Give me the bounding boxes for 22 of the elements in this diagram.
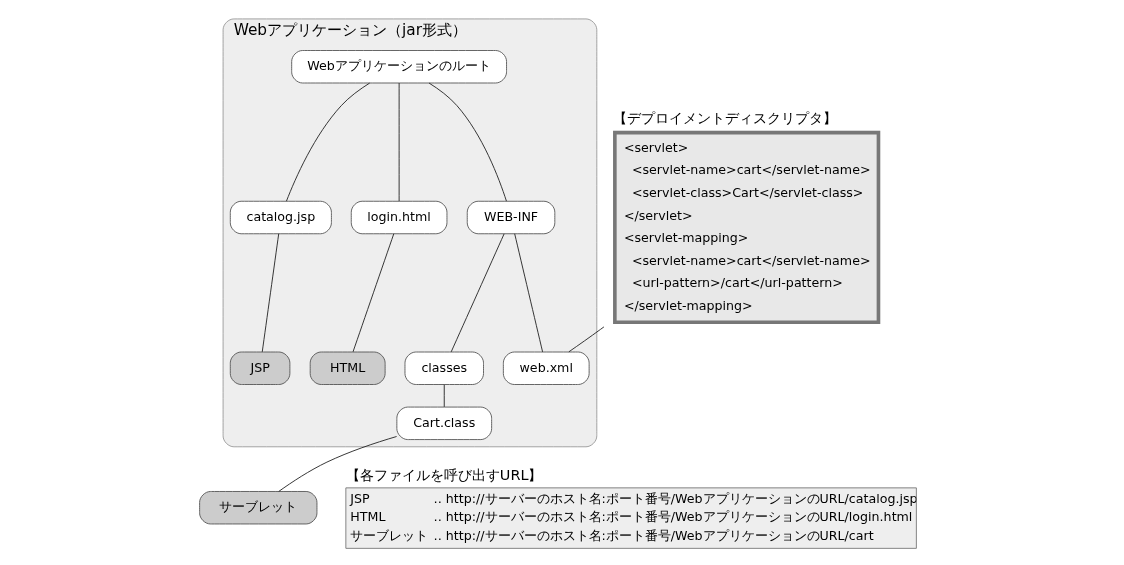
connector [567, 326, 604, 353]
node-box: login.html [350, 200, 447, 235]
node-box: WEB-INF [466, 200, 555, 235]
node-label: 【各ファイルを呼び出すURL】 [345, 466, 543, 483]
connector [450, 233, 505, 353]
node-label: 【デプロイメントディスクリプタ】 [612, 109, 837, 126]
connector [428, 82, 507, 202]
node-box: Cart.class [395, 406, 492, 440]
connector [513, 233, 543, 353]
connector [261, 233, 279, 353]
node-box: JSP [229, 351, 290, 385]
node-box: HTML [309, 351, 386, 385]
node-box: Webアプリケーションのルート [290, 50, 507, 84]
connector [398, 82, 400, 202]
connector [277, 436, 397, 492]
node-box: catalog.jsp [229, 200, 332, 235]
connector [443, 384, 445, 408]
node-box: classes [404, 351, 484, 385]
node-box: web.xml [502, 351, 590, 385]
connector [352, 233, 394, 353]
connector [285, 82, 370, 202]
node-box: サーブレット [198, 491, 317, 525]
